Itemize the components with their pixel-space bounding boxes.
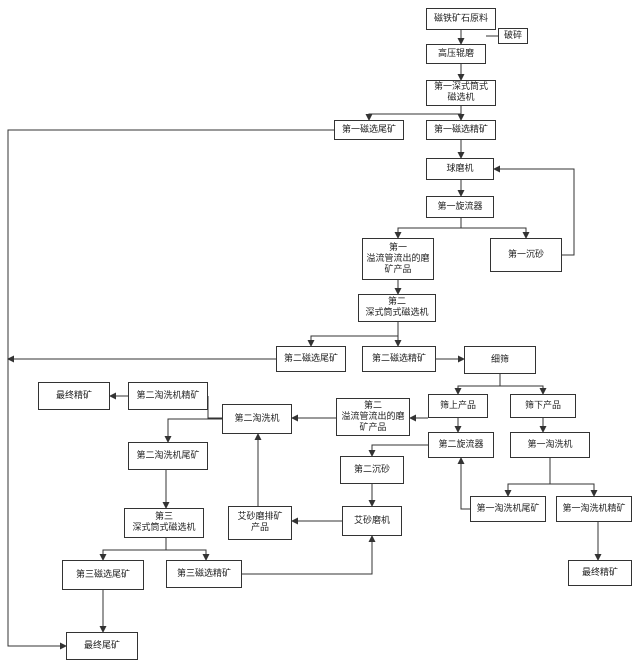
node-elut2-label: 第二淘洗机: [234, 413, 280, 424]
node-dmag1-line1: 第一深式筒式: [433, 82, 488, 92]
edge-cyclone1-overflow1: [394, 227, 461, 239]
node-crush: 破碎: [498, 28, 528, 44]
node-elut1-label: 第一淘洗机: [527, 439, 573, 450]
edge-finescreen-over: [454, 385, 500, 395]
node-final-tail-label: 最终尾矿: [83, 640, 120, 651]
node-elut2-tail-label: 第二淘洗机尾矿: [136, 450, 200, 461]
node-tail2: 第二磁选尾矿: [276, 346, 346, 372]
node-conc2-label: 第二磁选精矿: [371, 353, 426, 364]
node-cyclone1: 第一旋流器: [426, 196, 494, 218]
node-overflow2-line3: 矿产品: [359, 422, 387, 433]
node-tail3-label: 第三磁选尾矿: [75, 569, 130, 580]
node-overflow2-line2: 溢流管流出的磨: [341, 411, 405, 422]
edge-tail1-collector: [7, 129, 334, 362]
node-dmag1: 第一深式筒式磁选机: [426, 80, 496, 106]
edge-dmag2-tail2: [307, 335, 398, 347]
edge-dmag3-conc3: [166, 549, 210, 561]
node-elut2: 第二淘洗机: [222, 404, 292, 434]
node-hpgr-label: 高压辊磨: [437, 48, 474, 59]
node-tail3: 第三磁选尾矿: [62, 560, 144, 590]
edge-cyclone2-sediment2: [368, 444, 428, 457]
node-elut1-tail: 第一淘洗机尾矿: [470, 496, 546, 522]
node-final-conc-left: 最终精矿: [38, 382, 110, 410]
node-tail1-label: 第一磁选尾矿: [341, 124, 396, 135]
node-final-tail: 最终尾矿: [66, 632, 138, 660]
edge-elut2-elut2tail: [164, 418, 222, 443]
node-conc3-label: 第三磁选精矿: [176, 568, 231, 579]
node-ballmill-label: 球磨机: [446, 163, 474, 174]
node-cyclone2-label: 第二旋流器: [438, 439, 484, 450]
node-overflow1-line2: 溢流管流出的磨: [366, 253, 430, 264]
node-dmag3-line1: 第三: [154, 512, 173, 522]
node-elut1-conc-label: 第一淘洗机精矿: [562, 503, 626, 514]
node-elut2-conc: 第二淘洗机精矿: [128, 382, 208, 410]
node-conc1: 第一磁选精矿: [426, 120, 496, 140]
node-cyclone2: 第二旋流器: [428, 432, 494, 458]
node-dmag2-line2: 深式筒式磁选机: [365, 308, 429, 318]
edge-cyclone1-sediment1: [461, 227, 530, 239]
node-ballmill: 球磨机: [426, 158, 494, 180]
node-finescreen-label: 细筛: [490, 354, 509, 365]
node-final-conc-right-label: 最终精矿: [581, 567, 618, 578]
node-elut1-tail-label: 第一淘洗机尾矿: [476, 503, 540, 514]
node-conc2: 第二磁选精矿: [362, 346, 436, 372]
node-elut2-conc-label: 第二淘洗机精矿: [136, 390, 200, 401]
edge-elut2-conc: [207, 396, 222, 419]
node-sediment2: 第二沉砂: [340, 456, 404, 484]
node-overflow2-line1: 第二: [363, 400, 382, 411]
node-finescreen: 细筛: [464, 346, 536, 374]
node-screen-over: 筛上产品: [428, 394, 488, 418]
node-screen-under: 筛下产品: [510, 394, 576, 418]
node-crush-label: 破碎: [503, 30, 522, 41]
node-ore: 磁铁矿石原料: [426, 8, 496, 30]
node-sediment1: 第一沉砂: [490, 238, 562, 272]
edge-elut1-tail: [504, 483, 550, 497]
node-conc3: 第三磁选精矿: [166, 560, 242, 588]
node-dmag1-line2: 磁选机: [447, 93, 475, 103]
edge-conc3-isamill: [242, 535, 376, 575]
node-isa-product-line1: 艾砂磨排矿: [237, 512, 283, 522]
node-overflow1: 第一溢流管流出的磨矿产品: [362, 238, 434, 280]
edge-collector-finaltail: [7, 359, 67, 650]
node-final-conc-right: 最终精矿: [568, 560, 632, 586]
node-overflow1-line3: 矿产品: [384, 264, 412, 275]
edge-elut1-conc: [550, 483, 598, 497]
node-isamill: 艾砂磨机: [342, 506, 402, 536]
node-elut1-conc: 第一淘洗机精矿: [556, 496, 632, 522]
node-dmag3-line2: 深式筒式磁选机: [132, 523, 196, 533]
edge-dmag1-tail1: [365, 113, 461, 121]
edge-finescreen-under: [500, 385, 547, 395]
node-isamill-label: 艾砂磨机: [353, 515, 390, 526]
node-isa-product-line2: 产品: [250, 523, 269, 533]
node-dmag2-line1: 第二: [387, 297, 406, 307]
node-hpgr: 高压辊磨: [426, 44, 486, 64]
node-tail1: 第一磁选尾矿: [334, 120, 404, 140]
node-screen-over-label: 筛上产品: [439, 400, 476, 411]
edge-elut1tail-cyclone2: [457, 457, 470, 510]
node-sediment1-label: 第一沉砂: [507, 249, 544, 260]
node-isa-product: 艾砂磨排矿产品: [228, 506, 292, 540]
edge-dmag3-tail3: [99, 549, 166, 561]
node-screen-under-label: 筛下产品: [524, 400, 561, 411]
node-overflow1-line1: 第一: [388, 242, 407, 253]
node-sediment2-label: 第二沉砂: [353, 464, 390, 475]
node-dmag2: 第二深式筒式磁选机: [358, 294, 436, 322]
node-conc1-label: 第一磁选精矿: [433, 124, 488, 135]
edge-sediment1-ballmill: [493, 165, 575, 256]
node-elut2-tail: 第二淘洗机尾矿: [128, 442, 208, 470]
node-tail2-label: 第二磁选尾矿: [283, 353, 338, 364]
node-ore-label: 磁铁矿石原料: [433, 13, 488, 24]
node-dmag3: 第三深式筒式磁选机: [124, 508, 204, 538]
node-final-conc-left-label: 最终精矿: [55, 390, 92, 401]
node-cyclone1-label: 第一旋流器: [437, 201, 483, 212]
node-elut1: 第一淘洗机: [510, 432, 590, 458]
node-overflow2: 第二溢流管流出的磨矿产品: [336, 398, 410, 436]
